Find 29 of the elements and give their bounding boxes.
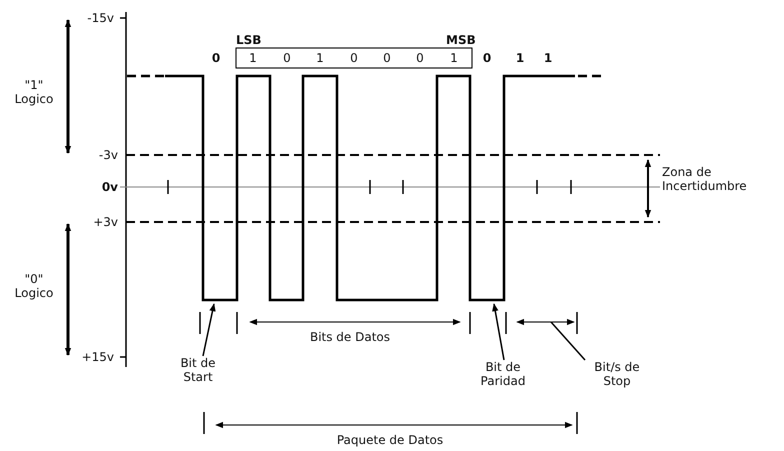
bit-value: 0 xyxy=(482,51,492,65)
leader-line xyxy=(550,322,586,360)
voltage-label: +3v xyxy=(92,215,118,229)
callout-text: Bit de Paridad xyxy=(468,360,538,388)
bit-value: 0 xyxy=(282,51,292,65)
bit-value: 0 xyxy=(210,51,222,65)
bit-value: 0 xyxy=(382,51,392,65)
callout-text: Bit/s de Stop xyxy=(582,360,652,388)
bit-value: 1 xyxy=(248,51,258,65)
bit-order-label: MSB xyxy=(446,33,476,47)
bit-value: 1 xyxy=(514,51,526,65)
dimension-label: Paquete de Datos xyxy=(336,433,444,447)
zone-label: Zona de Incertidumbre xyxy=(662,165,748,193)
level-label: "0" Logico xyxy=(14,272,54,300)
voltage-label: +15v xyxy=(80,350,114,364)
bit-value: 0 xyxy=(415,51,425,65)
leader-line xyxy=(492,303,505,360)
callout-text: Bit de Start xyxy=(168,356,228,384)
bit-order-label: LSB xyxy=(236,33,262,47)
leader-line xyxy=(202,303,216,356)
bit-value: 0 xyxy=(349,51,359,65)
bit-value: 1 xyxy=(449,51,459,65)
bit-value: 1 xyxy=(542,51,554,65)
voltage-label: 0v xyxy=(100,180,118,194)
dimension-label: Bits de Datos xyxy=(308,330,392,344)
voltage-label: -3v xyxy=(98,148,118,162)
voltage-label: -15v xyxy=(86,11,114,25)
bit-value: 1 xyxy=(315,51,325,65)
level-label: "1" Logico xyxy=(14,78,54,106)
